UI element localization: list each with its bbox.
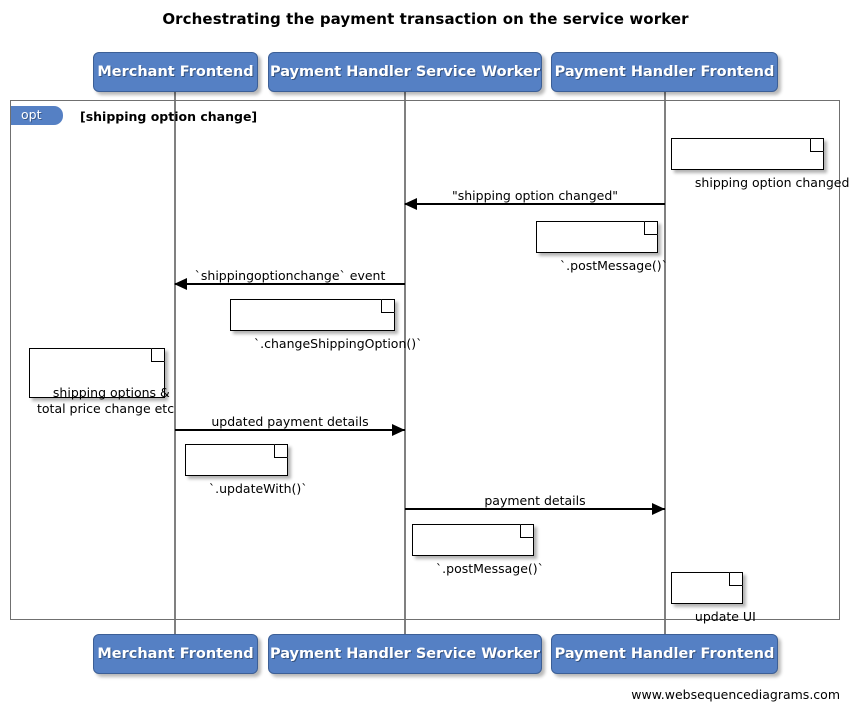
note-fold-icon	[520, 524, 534, 538]
note-text: shipping options & total price change et…	[37, 385, 175, 416]
message-label-updated-payment-details: updated payment details	[211, 414, 369, 429]
message-line-shippingoptionchange-event	[175, 283, 405, 285]
message-label-payment-details: payment details	[484, 493, 586, 508]
note-post-message-2: `.postMessage()`	[412, 524, 544, 576]
note-shipping-option-changed: shipping option changed	[671, 138, 849, 190]
participant-payment-handler-service-worker-top[interactable]: Payment Handler Service Worker	[268, 52, 542, 92]
participant-payment-handler-service-worker-bottom[interactable]: Payment Handler Service Worker	[268, 634, 542, 674]
participant-merchant-frontend-top[interactable]: Merchant Frontend	[93, 52, 258, 92]
note-text: `.changeShippingOption()`	[253, 336, 423, 351]
note-fold-icon	[151, 348, 165, 362]
fragment-opt-condition: [shipping option change]	[80, 109, 258, 124]
note-fold-icon	[381, 299, 395, 313]
message-arrowhead-shippingoptionchange-event	[174, 278, 187, 290]
note-fold-icon	[274, 444, 288, 458]
page-title: Orchestrating the payment transaction on…	[162, 10, 689, 28]
note-text: `.postMessage()`	[559, 258, 668, 273]
message-line-shipping-option-changed	[405, 203, 665, 205]
note-update-ui: update UI	[671, 572, 756, 624]
message-arrowhead-updated-payment-details	[392, 424, 405, 436]
footer-watermark: www.websequencediagrams.com	[631, 687, 840, 702]
participant-label: Payment Handler Frontend	[554, 646, 775, 662]
note-text: shipping option changed	[694, 175, 850, 190]
message-arrowhead-payment-details	[652, 503, 665, 515]
participant-label: Payment Handler Frontend	[554, 64, 775, 80]
note-shipping-options-total-price: shipping options & total price change et…	[29, 348, 174, 416]
lifeline-payment-handler-frontend	[664, 88, 666, 634]
message-line-payment-details	[405, 508, 665, 510]
note-text: update UI	[694, 609, 756, 624]
participant-payment-handler-frontend-bottom[interactable]: Payment Handler Frontend	[551, 634, 778, 674]
note-change-shipping-option: `.changeShippingOption()`	[230, 299, 422, 351]
participant-label: Payment Handler Service Worker	[269, 646, 541, 662]
message-line-updated-payment-details	[175, 429, 405, 431]
participant-payment-handler-frontend-top[interactable]: Payment Handler Frontend	[551, 52, 778, 92]
fragment-opt-frame	[10, 100, 840, 620]
note-text: `.postMessage()`	[435, 561, 544, 576]
lifeline-merchant-frontend	[174, 88, 176, 634]
note-fold-icon	[644, 221, 658, 235]
message-label-shippingoptionchange-event: `shippingoptionchange` event	[194, 268, 386, 283]
participant-label: Payment Handler Service Worker	[269, 64, 541, 80]
note-text: `.updateWith()`	[208, 481, 308, 496]
participant-merchant-frontend-bottom[interactable]: Merchant Frontend	[93, 634, 258, 674]
message-label-shipping-option-changed: "shipping option changed"	[451, 188, 618, 203]
message-arrowhead-shipping-option-changed	[404, 198, 417, 210]
note-update-with: `.updateWith()`	[185, 444, 308, 496]
note-fold-icon	[810, 138, 824, 152]
note-post-message-1: `.postMessage()`	[536, 221, 668, 273]
lifeline-payment-handler-service-worker	[404, 88, 406, 634]
participant-label: Merchant Frontend	[97, 64, 254, 80]
participant-label: Merchant Frontend	[97, 646, 254, 662]
fragment-opt-tab: opt	[11, 106, 63, 125]
note-fold-icon	[729, 572, 743, 586]
